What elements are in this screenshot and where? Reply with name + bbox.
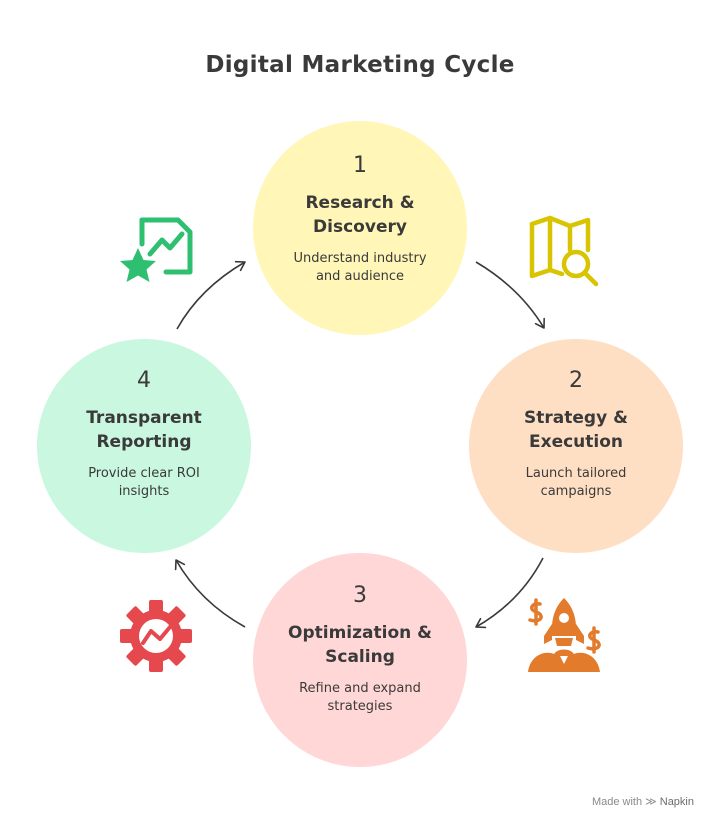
stage-description-line: Refine and expand	[299, 681, 421, 696]
stage-heading-line: Strategy &	[524, 408, 628, 428]
stage-description-line: and audience	[315, 269, 405, 284]
made-with-napkin-watermark: Made with ≫ Napkin	[592, 795, 694, 808]
stage-description-line: insights	[118, 484, 170, 499]
stage-heading-line: Scaling	[325, 647, 395, 667]
stage-heading: Optimization & Scaling	[253, 621, 467, 669]
stage-description-line: strategies	[327, 699, 393, 714]
stage-description-line: Launch tailored	[525, 466, 627, 481]
stage-heading-line: Optimization &	[288, 623, 432, 643]
stage-heading-line: Execution	[528, 432, 624, 452]
rocket-money-icon	[528, 598, 601, 672]
stage-description: Refine and expand strategies	[253, 680, 467, 716]
stage-transparent-reporting: 4 Transparent Reporting Provide clear RO…	[37, 339, 251, 553]
stage-optimization-scaling: 3 Optimization & Scaling Refine and expa…	[253, 553, 467, 767]
stage-heading-line: Transparent	[86, 408, 202, 428]
stage-heading-line: Discovery	[313, 217, 407, 237]
stage-heading: Strategy & Execution	[469, 406, 683, 454]
watermark-prefix: Made with	[591, 796, 643, 808]
stage-number: 3	[353, 583, 367, 608]
diagram-title: Digital Marketing Cycle	[205, 52, 515, 78]
map-search-icon	[529, 215, 599, 287]
stage-heading: Transparent Reporting	[37, 406, 251, 454]
stage-description: Launch tailored campaigns	[469, 465, 683, 501]
gear-trend-icon	[120, 600, 192, 672]
stage-heading-line: Reporting	[96, 432, 192, 452]
stage-number: 1	[353, 153, 367, 178]
stage-description: Understand industry and audience	[253, 250, 467, 286]
napkin-logo-icon: ≫	[645, 796, 657, 808]
watermark-brand: Napkin	[659, 796, 694, 808]
stage-heading: Research & Discovery	[253, 191, 467, 239]
stage-number: 4	[137, 368, 151, 393]
stage-strategy-execution: 2 Strategy & Execution Launch tailored c…	[469, 339, 683, 553]
stage-description: Provide clear ROI insights	[37, 465, 251, 501]
stage-research-discovery: 1 Research & Discovery Understand indust…	[253, 121, 467, 335]
stage-description-line: Understand industry	[293, 251, 427, 266]
stage-heading-line: Research &	[305, 193, 415, 213]
stage-number: 2	[569, 368, 583, 393]
stage-description-line: Provide clear ROI	[88, 466, 200, 481]
stage-description-line: campaigns	[540, 484, 612, 499]
chart-star-icon	[120, 217, 193, 282]
